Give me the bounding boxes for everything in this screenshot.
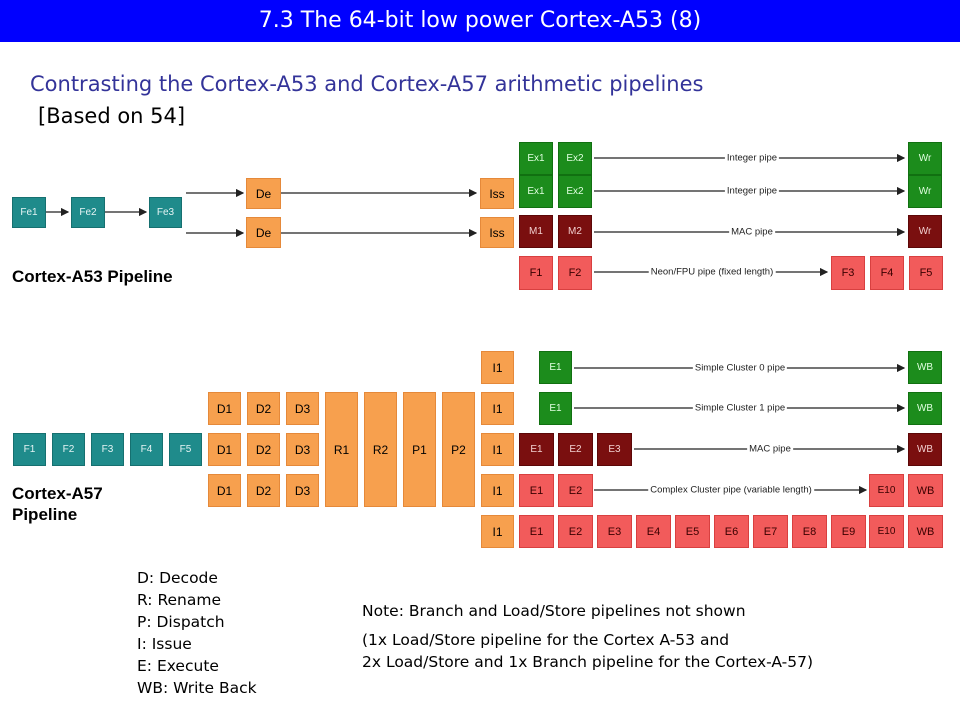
- a57-writeback-stage: WB: [908, 474, 943, 507]
- a53-fp-stage: F1: [519, 256, 553, 290]
- a53-fetch-stage: Fe1: [12, 197, 46, 228]
- a53-pipe-label: Integer pipe: [724, 185, 780, 197]
- a53-fp-stage: F2: [558, 256, 592, 290]
- a57-decode-stage: D3: [286, 474, 319, 507]
- a57-simple-stage: E1: [539, 351, 572, 384]
- slide-title: 7.3 The 64-bit low power Cortex-A53 (8): [0, 0, 960, 42]
- a57-issue-stage: I1: [481, 351, 514, 384]
- a57-rename-stage: R2: [364, 392, 397, 507]
- a57-decode-stage: D3: [286, 392, 319, 425]
- a57-long-stage: E1: [519, 515, 554, 548]
- a57-fetch-stage: F4: [130, 433, 163, 466]
- a57-mac-stage: E2: [558, 433, 593, 466]
- a57-simple-stage: E1: [539, 392, 572, 425]
- a53-integer-stage: Ex2: [558, 142, 592, 175]
- legend-item: E: Execute: [137, 657, 219, 675]
- a57-issue-stage: I1: [481, 474, 514, 507]
- note-line: Note: Branch and Load/Store pipelines no…: [362, 602, 746, 620]
- legend-item: R: Rename: [137, 591, 222, 609]
- a57-fetch-stage: F5: [169, 433, 202, 466]
- note-line: 2x Load/Store and 1x Branch pipeline for…: [362, 653, 814, 671]
- a57-complex-stage: E10: [869, 474, 904, 507]
- a57-writeback-stage: WB: [908, 351, 942, 384]
- a57-pipeline-label: Cortex-A57 Pipeline: [12, 483, 103, 525]
- a57-mac-stage: E3: [597, 433, 632, 466]
- a57-fetch-stage: F3: [91, 433, 124, 466]
- a57-writeback-stage: WB: [908, 392, 942, 425]
- legend-item: D: Decode: [137, 569, 218, 587]
- a53-pipe-label: Neon/FPU pipe (fixed length): [648, 266, 776, 278]
- a57-label-line1: Cortex-A57: [12, 484, 103, 503]
- a57-mac-stage: E1: [519, 433, 554, 466]
- a57-long-stage: E9: [831, 515, 866, 548]
- a53-integer-stage: Ex2: [558, 175, 592, 208]
- a53-mac-stage: M1: [519, 215, 553, 248]
- a53-writeback-stage: Wr: [908, 175, 942, 208]
- a53-pipe-label: Integer pipe: [724, 152, 780, 164]
- a57-long-stage: E2: [558, 515, 593, 548]
- a53-pipeline-label: Cortex-A53 Pipeline: [12, 267, 173, 286]
- a57-pipe-label: Simple Cluster 0 pipe: [692, 362, 788, 374]
- a57-decode-stage: D2: [247, 474, 280, 507]
- a57-dispatch-stage: P1: [403, 392, 436, 507]
- a57-dispatch-stage: P2: [442, 392, 475, 507]
- a53-integer-stage: Ex1: [519, 175, 553, 208]
- a53-fetch-stage: Fe3: [149, 197, 182, 228]
- a57-writeback-stage: WB: [908, 433, 942, 466]
- a57-long-stage: E5: [675, 515, 710, 548]
- a57-pipe-label: Simple Cluster 1 pipe: [692, 402, 788, 414]
- legend-item: I: Issue: [137, 635, 192, 653]
- a57-issue-stage: I1: [481, 515, 514, 548]
- a53-writeback-stage: Wr: [908, 215, 942, 248]
- a53-issue-stage: Iss: [480, 178, 514, 209]
- a53-pipe-label: MAC pipe: [729, 226, 775, 238]
- a57-label-line2: Pipeline: [12, 505, 78, 524]
- a53-fetch-stage: Fe2: [71, 197, 105, 228]
- a53-decode-stage: De: [246, 217, 281, 248]
- a53-decode-stage: De: [246, 178, 281, 209]
- slide-subtitle: Contrasting the Cortex-A53 and Cortex-A5…: [30, 72, 704, 96]
- a53-issue-stage: Iss: [480, 217, 514, 248]
- a57-long-stage: E10: [869, 515, 904, 548]
- a57-issue-stage: I1: [481, 392, 514, 425]
- legend-item: P: Dispatch: [137, 613, 225, 631]
- a57-long-stage: E7: [753, 515, 788, 548]
- a57-complex-stage: E2: [558, 474, 593, 507]
- a57-decode-stage: D1: [208, 474, 241, 507]
- a57-fetch-stage: F2: [52, 433, 85, 466]
- a57-pipe-label: Complex Cluster pipe (variable length): [648, 484, 814, 496]
- a57-long-stage: E8: [792, 515, 827, 548]
- stage-legend: D: Decode R: Rename P: Dispatch I: Issue…: [137, 567, 257, 699]
- a57-long-stage: E4: [636, 515, 671, 548]
- a57-decode-stage: D1: [208, 433, 241, 466]
- a57-long-stage: E6: [714, 515, 749, 548]
- a57-long-stage: E3: [597, 515, 632, 548]
- a57-writeback-stage: WB: [908, 515, 943, 548]
- a53-mac-stage: M2: [558, 215, 592, 248]
- a53-fp-stage: F5: [909, 256, 943, 290]
- a57-decode-stage: D1: [208, 392, 241, 425]
- a57-issue-stage: I1: [481, 433, 514, 466]
- a53-writeback-stage: Wr: [908, 142, 942, 175]
- legend-item: WB: Write Back: [137, 679, 257, 697]
- a57-fetch-stage: F1: [13, 433, 46, 466]
- a57-decode-stage: D2: [247, 392, 280, 425]
- a57-decode-stage: D3: [286, 433, 319, 466]
- a57-rename-stage: R1: [325, 392, 358, 507]
- a57-pipe-label: MAC pipe: [747, 443, 793, 455]
- a57-decode-stage: D2: [247, 433, 280, 466]
- a53-fp-stage: F3: [831, 256, 865, 290]
- a53-fp-stage: F4: [870, 256, 904, 290]
- a57-complex-stage: E1: [519, 474, 554, 507]
- note-line: (1x Load/Store pipeline for the Cortex A…: [362, 631, 730, 649]
- a53-integer-stage: Ex1: [519, 142, 553, 175]
- source-reference: [Based on 54]: [38, 104, 186, 128]
